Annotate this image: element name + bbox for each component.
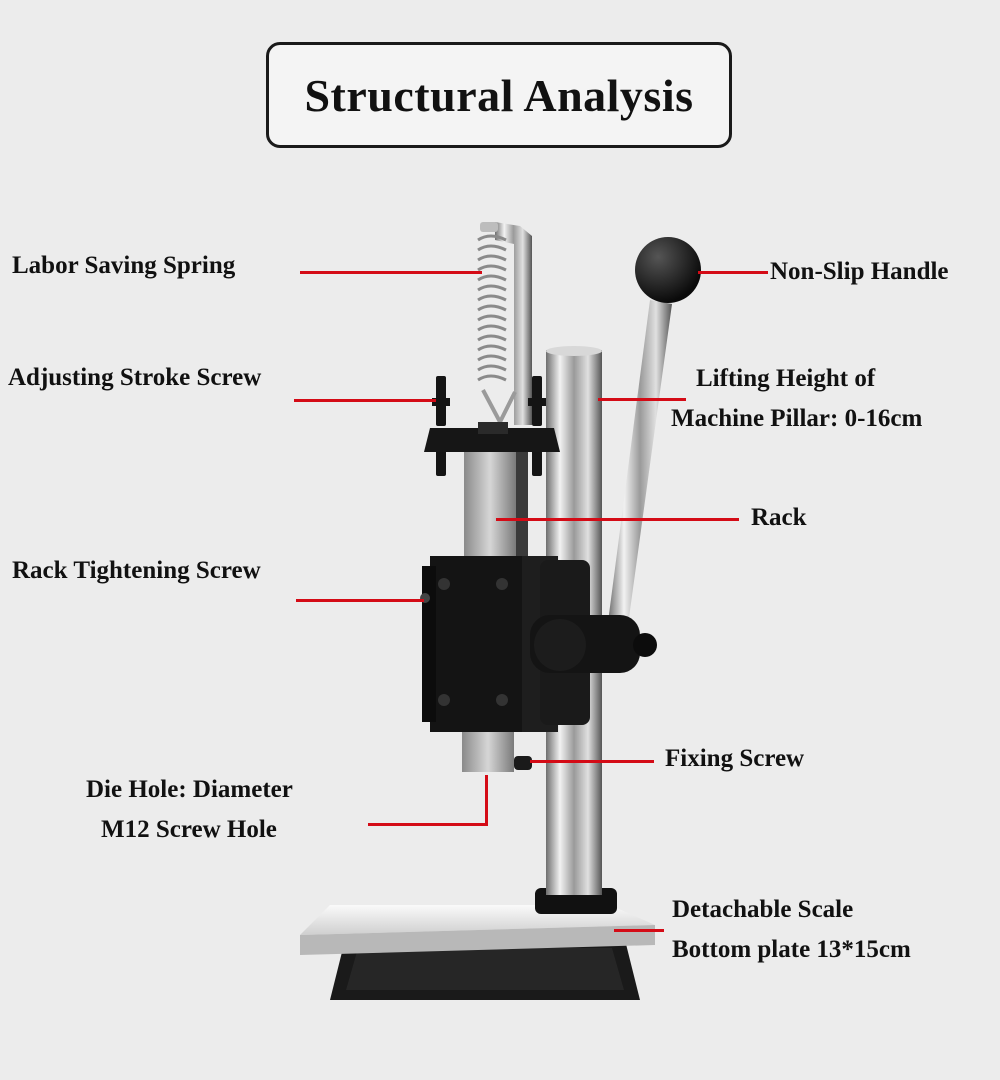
spring-assembly: [477, 222, 532, 427]
label-rack: Rack: [751, 504, 807, 531]
leader-die-hole-vertical: [485, 775, 488, 826]
label-pillar-line1: Lifting Height of: [696, 365, 876, 392]
label-die-hole-line1: Die Hole: Diameter: [86, 776, 293, 803]
label-fixing-screw: Fixing Screw: [665, 745, 805, 772]
leader-die-hole: [368, 823, 488, 826]
top-bracket: [424, 422, 560, 452]
title-box: Structural Analysis: [266, 42, 732, 148]
label-non-slip-handle: Non-Slip Handle: [770, 258, 949, 285]
label-pillar-line2: Machine Pillar: 0-16cm: [671, 405, 923, 432]
page-title: Structural Analysis: [304, 69, 694, 121]
leader-rack-tightening: [296, 599, 424, 602]
leader-rack: [496, 518, 739, 521]
leader-fixing-screw: [530, 760, 654, 763]
label-adjusting-stroke-screw: Adjusting Stroke Screw: [8, 364, 262, 391]
label-labor-saving-spring: Labor Saving Spring: [12, 252, 236, 279]
label-plate-line1: Detachable Scale: [672, 896, 854, 923]
pinion-hub: [530, 615, 657, 673]
base-casting: [330, 940, 640, 1000]
press-head: [420, 556, 590, 732]
leader-handle: [698, 271, 768, 274]
leader-stroke-screw: [294, 399, 436, 402]
leader-plate: [614, 929, 664, 932]
leader-pillar: [598, 398, 686, 401]
lower-ram: [462, 732, 514, 772]
handle-lever: [608, 237, 701, 625]
leader-spring: [300, 271, 482, 274]
label-rack-tightening-screw: Rack Tightening Screw: [12, 557, 261, 584]
stroke-screws: [432, 376, 546, 476]
rack-bar: [464, 452, 516, 562]
label-die-hole-line2: M12 Screw Hole: [101, 816, 277, 843]
label-plate-line2: Bottom plate 13*15cm: [672, 936, 911, 963]
